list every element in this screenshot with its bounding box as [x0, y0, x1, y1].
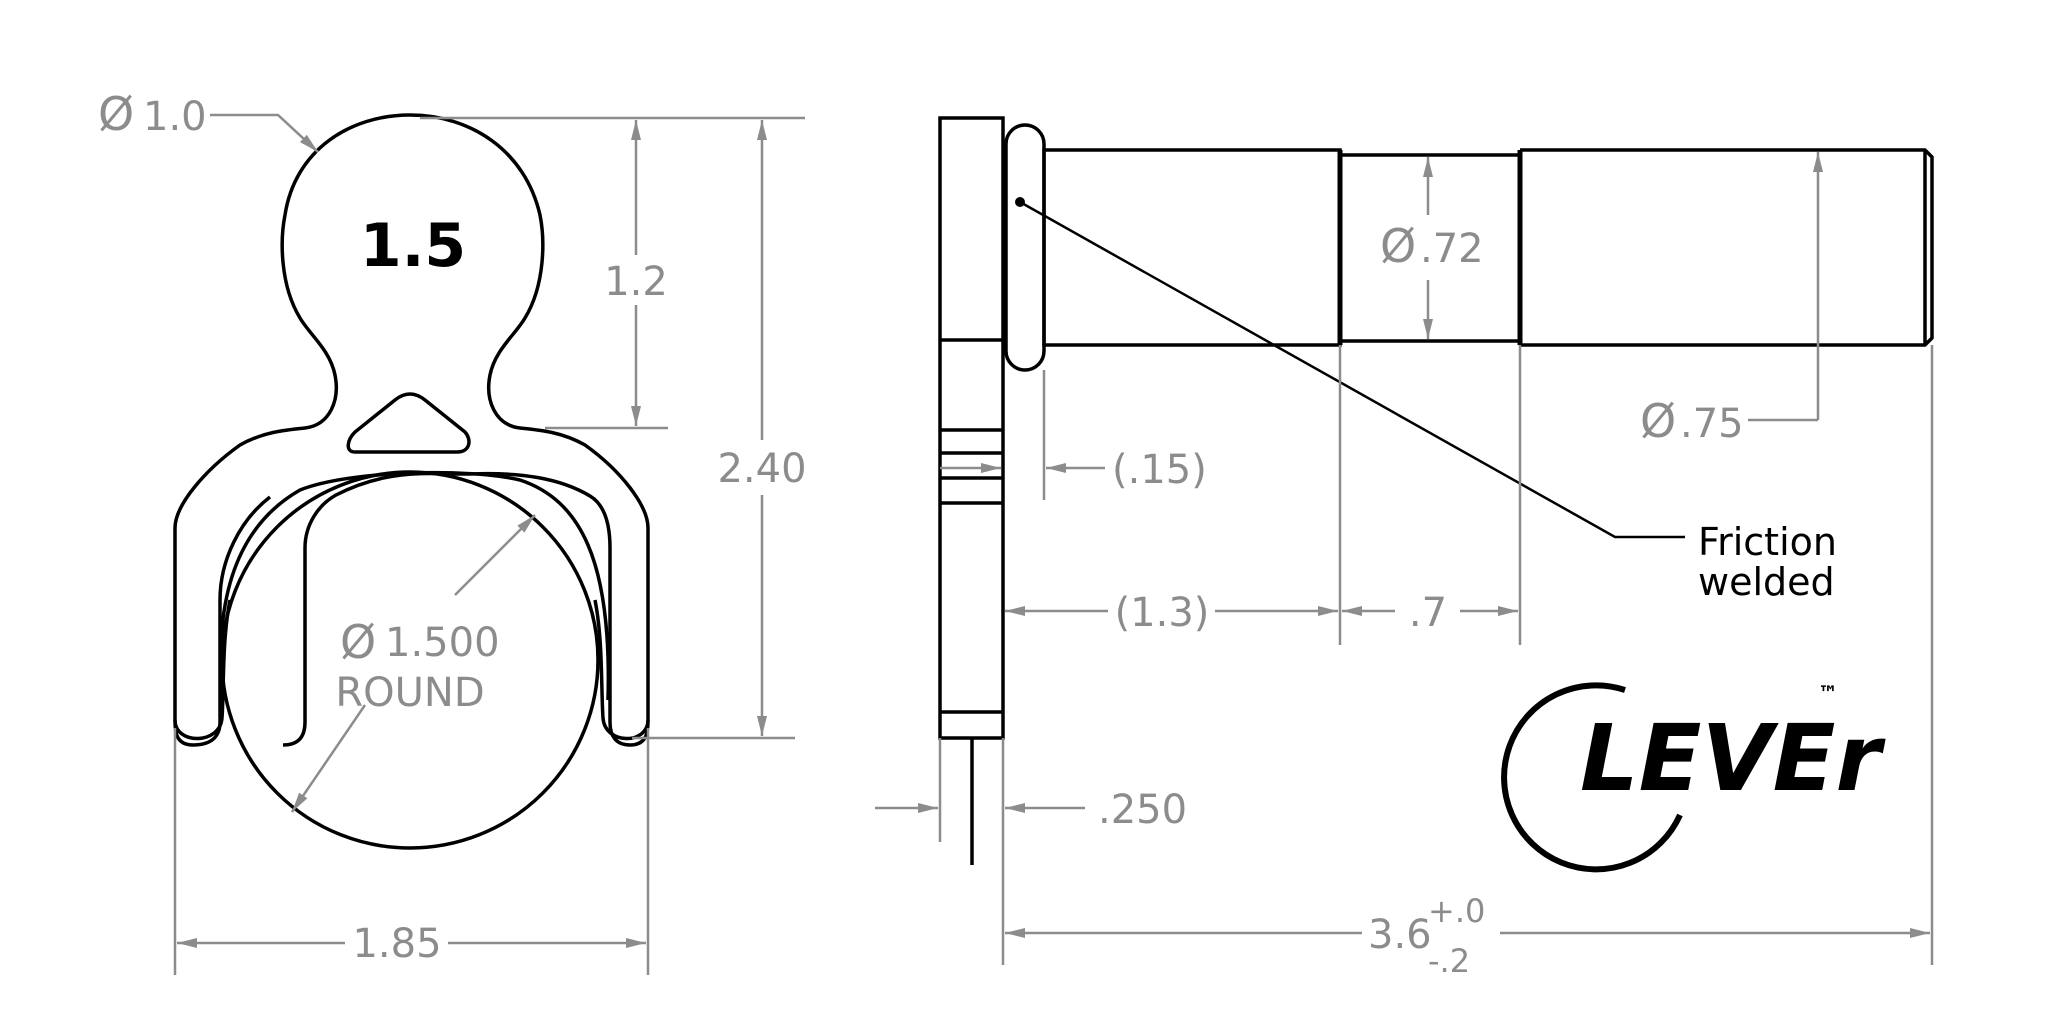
diameter-symbol-icon: Ø [1640, 394, 1676, 448]
dim-shaft-mid: .72 [1420, 226, 1484, 272]
left-hook [173, 599, 232, 741]
leader-round-lower [290, 704, 367, 813]
note-weld-line2: welded [1698, 560, 1835, 604]
brand-logo: LEVEr ™ [1501, 681, 1887, 873]
logo-trademark: ™ [1818, 681, 1838, 705]
dim-width: 1.85 [352, 921, 441, 967]
dim-top-diameter: 1.0 [143, 94, 207, 140]
weld-collar [1004, 123, 1046, 372]
dim-shaft-end: .75 [1680, 401, 1744, 447]
dim-round-value: 1.500 [385, 620, 500, 666]
logo-text: LEVEr [1580, 705, 1887, 812]
dim-section-2: .7 [1409, 590, 1447, 636]
side-view: Friction welded Ø .72 Ø .75 (.15) (1.3) … [875, 116, 1934, 980]
triangle-cutout [346, 392, 471, 454]
dim-collar: (.15) [1112, 447, 1207, 493]
logo-c-arc-icon [1501, 682, 1683, 873]
lever-outline [173, 113, 650, 747]
part-number: 1.5 [360, 211, 466, 281]
shaft-section-3 [1520, 148, 1934, 347]
shaft-section-1 [1042, 148, 1342, 347]
dim-length-tol-plus: +.0 [1428, 892, 1485, 930]
dim-length-value: 3.6 [1368, 912, 1432, 958]
plate [938, 116, 1005, 740]
leader-weld [1019, 200, 1685, 539]
dim-thickness: .250 [1098, 787, 1187, 833]
note-weld-line1: Friction [1698, 520, 1837, 564]
dim-height-upper: 1.2 [604, 259, 668, 305]
front-view: 1.5 Ø 1.0 1.2 2.40 Ø 1.500 ROUND 1.85 [98, 87, 807, 975]
dim-height-total: 2.40 [717, 446, 806, 492]
leader-round-upper [454, 514, 536, 596]
dim-section-1: (1.3) [1115, 590, 1210, 636]
round-bar [220, 470, 600, 850]
dim-length-tol-minus: -.2 [1428, 942, 1470, 980]
diameter-symbol-icon: Ø [98, 87, 134, 141]
diameter-symbol-icon: Ø [1380, 219, 1416, 273]
dim-round-label: ROUND [335, 670, 484, 716]
leader-top-diameter [210, 113, 319, 153]
diameter-symbol-icon: Ø [340, 615, 376, 669]
right-hook [593, 599, 650, 741]
